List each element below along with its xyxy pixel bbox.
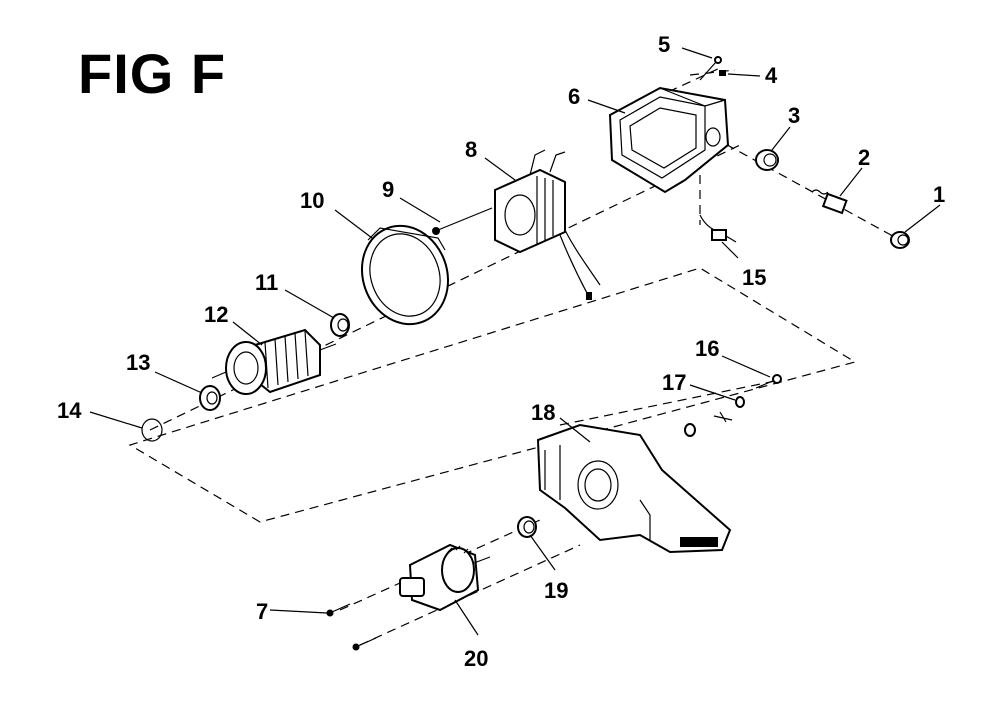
callout-18: 18: [531, 400, 555, 425]
callout-12: 12: [204, 302, 228, 327]
part-11-bearing: [330, 313, 350, 337]
callout-14: 14: [57, 398, 82, 423]
part-9-screw: [432, 207, 493, 235]
callout-4: 4: [765, 63, 778, 88]
part-17-washer-clip: [684, 396, 745, 437]
callout-19: 19: [544, 578, 568, 603]
part-2-brush: [811, 189, 848, 215]
callout-8: 8: [465, 137, 477, 162]
part-18-gear-case: [536, 423, 732, 554]
part-16-screw: [755, 374, 782, 389]
callout-15: 15: [742, 265, 766, 290]
callout-2: 2: [858, 145, 870, 170]
part-5-screw: [699, 56, 722, 81]
part-12-armature: [211, 328, 337, 395]
callout-6: 6: [568, 84, 580, 109]
part-1-cap: [890, 231, 910, 249]
callout-20: 20: [464, 646, 488, 671]
part-20-gearbox: [399, 543, 491, 612]
callout-10: 10: [300, 188, 324, 213]
callout-5: 5: [658, 32, 670, 57]
callout-16: 16: [695, 336, 719, 361]
callout-7: 7: [256, 599, 268, 624]
part-14-o-ring: [141, 418, 163, 442]
callout-numbers: 1 2 3 4 5 6 7 8 9 10 11 12 13 14 15 16 1…: [57, 32, 945, 671]
callout-11: 11: [255, 270, 278, 295]
callout-9: 9: [382, 177, 394, 202]
part-13-bearing: [199, 385, 221, 411]
callout-3: 3: [788, 103, 800, 128]
figure-title: FIG F: [78, 42, 227, 105]
callout-1: 1: [933, 182, 945, 207]
part-4-nut: [719, 70, 726, 76]
part-6-motor-housing: [608, 86, 730, 194]
leader-lines: [89, 47, 941, 636]
part-8-field-coil: [494, 149, 601, 300]
callout-17: 17: [662, 370, 686, 395]
part-10-baffle-ring: [360, 224, 450, 326]
part-15-wire-clip: [699, 214, 737, 243]
part-3-brush-holder: [755, 149, 779, 171]
part-7-screws: [326, 603, 377, 651]
callout-13: 13: [126, 350, 150, 375]
part-19-bushing: [517, 516, 537, 538]
